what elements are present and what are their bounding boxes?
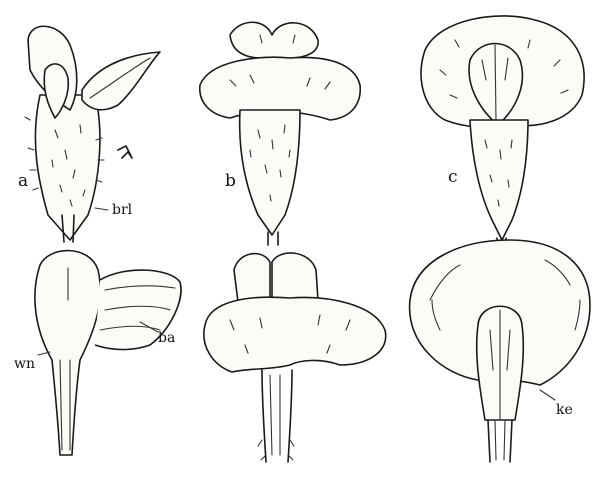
label-bracteole: brl xyxy=(112,202,133,218)
panel-label-a: a xyxy=(18,171,28,191)
panel-label-c: c xyxy=(448,167,458,187)
panel-e-drawing xyxy=(204,253,386,462)
panel-f-drawing xyxy=(410,240,590,462)
panel-a-drawing xyxy=(25,26,160,242)
panel-d-drawing xyxy=(35,251,181,455)
panel-c-drawing xyxy=(421,16,584,250)
panel-b-drawing xyxy=(200,22,360,245)
label-wing: wn xyxy=(14,356,35,372)
label-keel: ke xyxy=(556,402,573,418)
panel-label-b: b xyxy=(225,171,236,191)
label-banner: ba xyxy=(158,330,175,346)
